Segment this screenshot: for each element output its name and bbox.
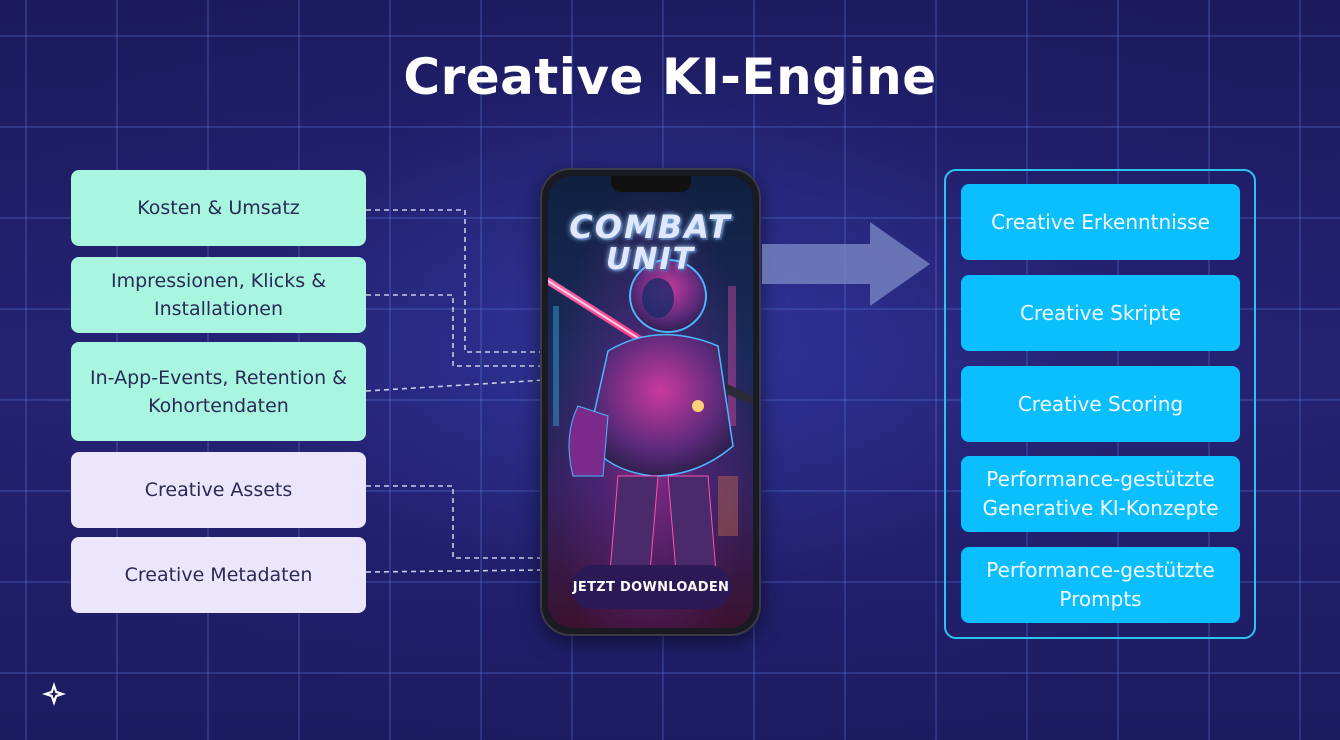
output-box-scoring: Creative Scoring (961, 366, 1240, 442)
input-box-costs: Kosten & Umsatz (71, 170, 366, 246)
sparkle-logo-icon (42, 682, 66, 706)
output-box-prompts: Performance-gestützte Prompts (961, 547, 1240, 623)
phone-notch (610, 176, 691, 192)
output-label: Creative Skripte (1019, 300, 1182, 325)
input-box-creative-metadata: Creative Metadaten (71, 537, 366, 613)
output-label: Creative Erkenntnisse (991, 209, 1210, 234)
connector-impressions (366, 294, 545, 367)
game-title-line1: COMBAT (569, 208, 732, 246)
input-label: Creative Metadaten (124, 564, 313, 586)
input-label: Creative Assets (144, 479, 293, 501)
right-arrow-icon (762, 222, 930, 306)
input-label: In-App-Events, Retention & Kohortendaten (90, 366, 347, 417)
page-title: Creative KI-Engine (403, 48, 937, 106)
output-label: Creative Scoring (1017, 391, 1184, 416)
game-ad-screen: COMBAT UNIT JETZT DOWNLOADEN (548, 176, 753, 628)
input-box-in-app-events: In-App-Events, Retention & Kohortendaten (71, 342, 366, 441)
game-character-illustration (548, 259, 753, 597)
output-label: Performance-gestützte Generative KI-Konz… (982, 467, 1219, 520)
input-box-creative-assets: Creative Assets (71, 452, 366, 528)
output-label: Performance-gestützte Prompts (986, 558, 1215, 611)
output-box-insights: Creative Erkenntnisse (961, 184, 1240, 260)
input-label: Impressionen, Klicks & Installationen (110, 270, 327, 320)
game-title-line2: UNIT (605, 242, 696, 277)
input-box-impressions: Impressionen, Klicks & Installationen (71, 257, 366, 333)
connector-creative-assets (366, 485, 545, 559)
output-box-scripts: Creative Skripte (961, 275, 1240, 351)
connector-costs (366, 209, 545, 353)
connector-in-app-events (365, 379, 546, 392)
phone-mockup: COMBAT UNIT JETZT DOWNLOADEN (540, 168, 761, 636)
connector-creative-metadata (365, 569, 546, 573)
output-box-genai-concepts: Performance-gestützte Generative KI-Konz… (961, 456, 1240, 532)
output-panel (944, 169, 1256, 639)
input-label: Kosten & Umsatz (137, 197, 300, 219)
download-cta-button[interactable]: JETZT DOWNLOADEN (571, 565, 731, 609)
